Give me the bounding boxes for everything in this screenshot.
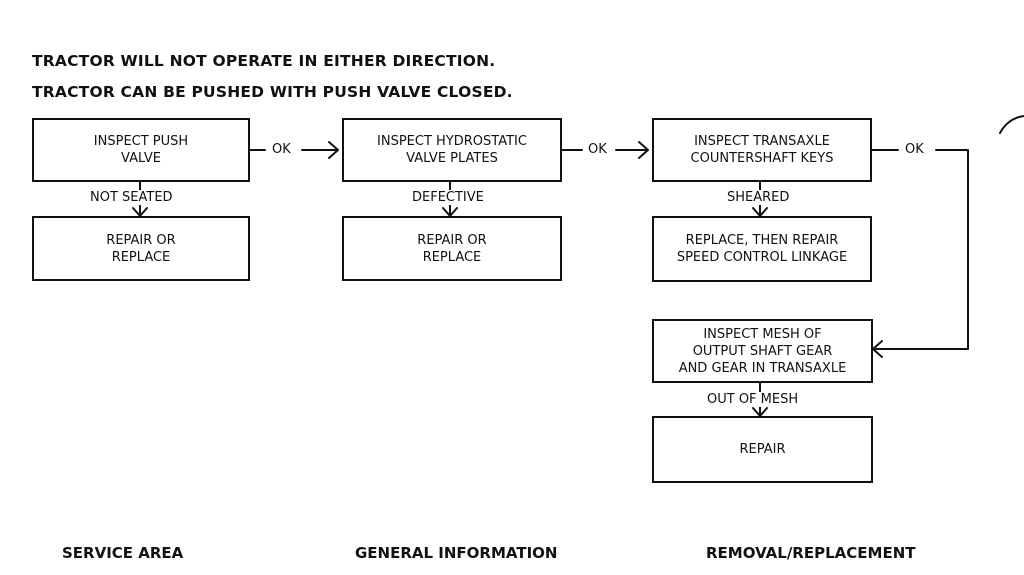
step-push-valve-repair: REPAIR OR REPLACE — [32, 216, 250, 281]
step-inspect-valve-plates: INSPECT HYDROSTATIC VALVE PLATES — [342, 118, 562, 182]
step-countershaft-replace: REPLACE, THEN REPAIR SPEED CONTROL LINKA… — [652, 216, 872, 282]
problem-subheading: TRACTOR CAN BE PUSHED WITH PUSH VALVE CL… — [32, 83, 513, 101]
step-inspect-countershaft-keys: INSPECT TRANSAXLE COUNTERSHAFT KEYS — [652, 118, 872, 182]
label-ok-countershaft: OK — [903, 142, 926, 157]
footer-removal-replacement: REMOVAL/REPLACEMENT — [706, 544, 916, 562]
connector-valve-plates-ok — [561, 141, 649, 159]
problem-heading: TRACTOR WILL NOT OPERATE IN EITHER DIREC… — [32, 52, 496, 70]
page-edge-mark — [999, 115, 1024, 134]
label-sheared: SHEARED — [725, 190, 792, 205]
step-inspect-gear-mesh: INSPECT MESH OF OUTPUT SHAFT GEAR AND GE… — [652, 319, 873, 383]
label-defective: DEFECTIVE — [410, 190, 486, 205]
step-inspect-push-valve: INSPECT PUSH VALVE — [32, 118, 250, 182]
connector-push-valve-ok — [249, 141, 339, 159]
footer-service-area: SERVICE AREA — [62, 544, 184, 562]
step-valve-plates-repair: REPAIR OR REPLACE — [342, 216, 562, 281]
step-gear-mesh-repair: REPAIR — [652, 416, 873, 483]
label-ok-valve-plates: OK — [586, 142, 609, 157]
connector-countershaft-ok — [871, 149, 969, 358]
label-not-seated: NOT SEATED — [88, 190, 175, 205]
label-ok-push-valve: OK — [270, 142, 293, 157]
label-out-of-mesh: OUT OF MESH — [705, 392, 801, 407]
footer-general-information: GENERAL INFORMATION — [355, 544, 558, 562]
